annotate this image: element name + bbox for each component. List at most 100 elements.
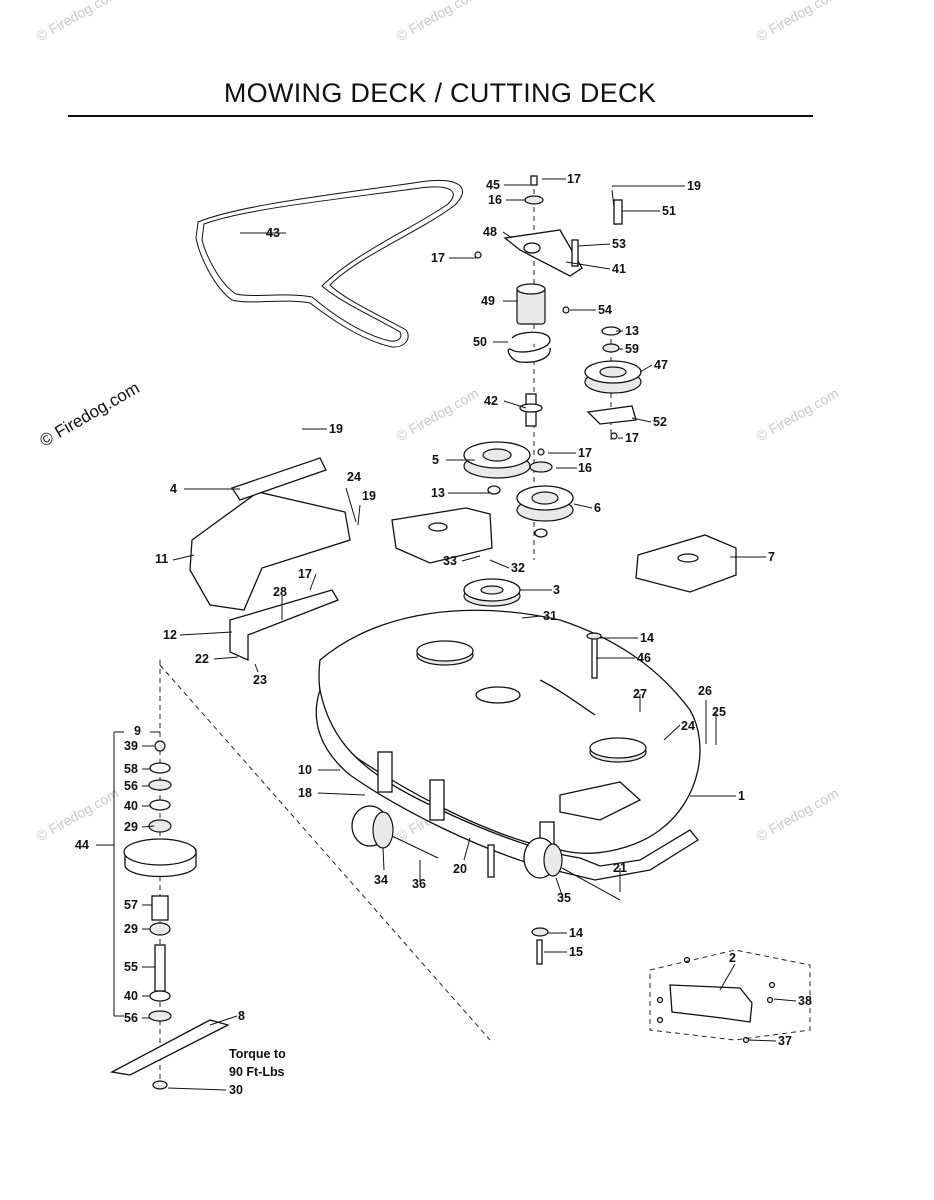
mower-deck [315, 609, 701, 881]
callout-label: 35 [557, 891, 571, 905]
callout-label: 22 [195, 652, 209, 666]
leader-line [565, 261, 611, 270]
spindle-assembly [109, 660, 491, 1090]
callout-label: 9 [134, 724, 141, 738]
callout-label: 19 [362, 489, 376, 503]
leader-line [317, 792, 366, 796]
wheels [351, 632, 621, 965]
callout-label: 19 [329, 422, 343, 436]
callout-label: 21 [613, 861, 627, 875]
callout-label: 16 [578, 461, 592, 475]
leader-line [573, 503, 593, 509]
callout-label: 18 [298, 786, 312, 800]
callout-label: 31 [543, 609, 557, 623]
callout-label: 59 [625, 342, 639, 356]
title-rule [68, 115, 813, 117]
callout-label: 23 [253, 673, 267, 687]
watermark-text: © Firedog.com [34, 785, 122, 845]
callout-label: 47 [654, 358, 668, 372]
leader-line [345, 487, 357, 523]
callout-label: 41 [612, 262, 626, 276]
callout-labels: 1 2 3 4 5 6 7 8 9 10 11 12 13 13 14 14 1… [75, 172, 812, 1097]
leader-line [747, 1039, 777, 1042]
callout-label: 25 [712, 705, 726, 719]
callout-label: 46 [637, 651, 651, 665]
callout-label: 56 [124, 1011, 138, 1025]
callout-label: 17 [625, 431, 639, 445]
callout-label: 44 [75, 838, 89, 852]
torque-note-line2: 90 Ft-Lbs [229, 1065, 285, 1079]
callout-label: 29 [124, 820, 138, 834]
callout-label: 13 [625, 324, 639, 338]
leader-line [209, 1015, 238, 1026]
watermark-text: © Firedog.com [394, 0, 482, 45]
leader-line [172, 554, 195, 561]
callout-label: 5 [432, 453, 439, 467]
callout-label: 7 [768, 550, 775, 564]
callout-label: 32 [511, 561, 525, 575]
leader-line [503, 400, 527, 409]
watermark-text: © Firedog.com [394, 385, 482, 445]
callout-label: 10 [298, 763, 312, 777]
callout-label: 4 [170, 482, 177, 496]
callout-label: 49 [481, 294, 495, 308]
leader-line [489, 559, 510, 569]
callout-label: 58 [124, 762, 138, 776]
leader-lines [96, 178, 797, 1091]
callout-label: 16 [488, 193, 502, 207]
leader-line [773, 998, 797, 1002]
callout-label: 3 [553, 583, 560, 597]
callout-label: 50 [473, 335, 487, 349]
callout-label: 20 [453, 862, 467, 876]
leader-line [639, 364, 653, 373]
leader-line [631, 417, 652, 423]
callout-label: 38 [798, 994, 812, 1008]
deck-pulleys [463, 441, 574, 607]
callout-label: 42 [484, 394, 498, 408]
callout-label: 14 [640, 631, 654, 645]
callout-label: 13 [431, 486, 445, 500]
leader-line [521, 615, 542, 619]
callout-label: 2 [729, 951, 736, 965]
callout-label: 17 [578, 446, 592, 460]
callout-label: 11 [155, 552, 168, 566]
callout-label: 28 [273, 585, 287, 599]
callout-label: 55 [124, 960, 138, 974]
callout-label: 26 [698, 684, 712, 698]
drive-belt [195, 179, 463, 348]
watermark-text: © Firedog.com [754, 0, 842, 45]
callout-label: 51 [662, 204, 676, 218]
callout-label: 33 [443, 554, 457, 568]
callout-label: 17 [567, 172, 581, 186]
callout-label: 52 [653, 415, 667, 429]
callout-label: 53 [612, 237, 626, 251]
leader-line [213, 656, 239, 660]
callout-label: 8 [238, 1009, 245, 1023]
leader-line [179, 631, 233, 636]
leader-line [309, 573, 317, 591]
callout-label: 45 [486, 178, 500, 192]
leader-line [555, 877, 564, 899]
callout-label: 57 [124, 898, 138, 912]
callout-label: 43 [266, 226, 280, 240]
callout-label: 40 [124, 799, 138, 813]
callout-label: 36 [412, 877, 426, 891]
leader-line [461, 555, 481, 562]
watermark-text: © Firedog.com [34, 0, 122, 45]
callout-label: 24 [347, 470, 361, 484]
belt-covers [189, 457, 737, 662]
leader-line [141, 825, 155, 828]
leader-line [463, 837, 471, 861]
torque-note-line1: Torque to [229, 1047, 286, 1061]
callout-label: 30 [229, 1083, 243, 1097]
callout-label: 37 [778, 1034, 792, 1048]
callout-label: 40 [124, 989, 138, 1003]
callout-label: 1 [738, 789, 745, 803]
leader-line [719, 963, 736, 991]
callout-label: 24 [681, 719, 695, 733]
leader-line [167, 1087, 227, 1091]
callout-label: 29 [124, 922, 138, 936]
idler-assembly [474, 175, 623, 560]
callout-label: 39 [124, 739, 138, 753]
